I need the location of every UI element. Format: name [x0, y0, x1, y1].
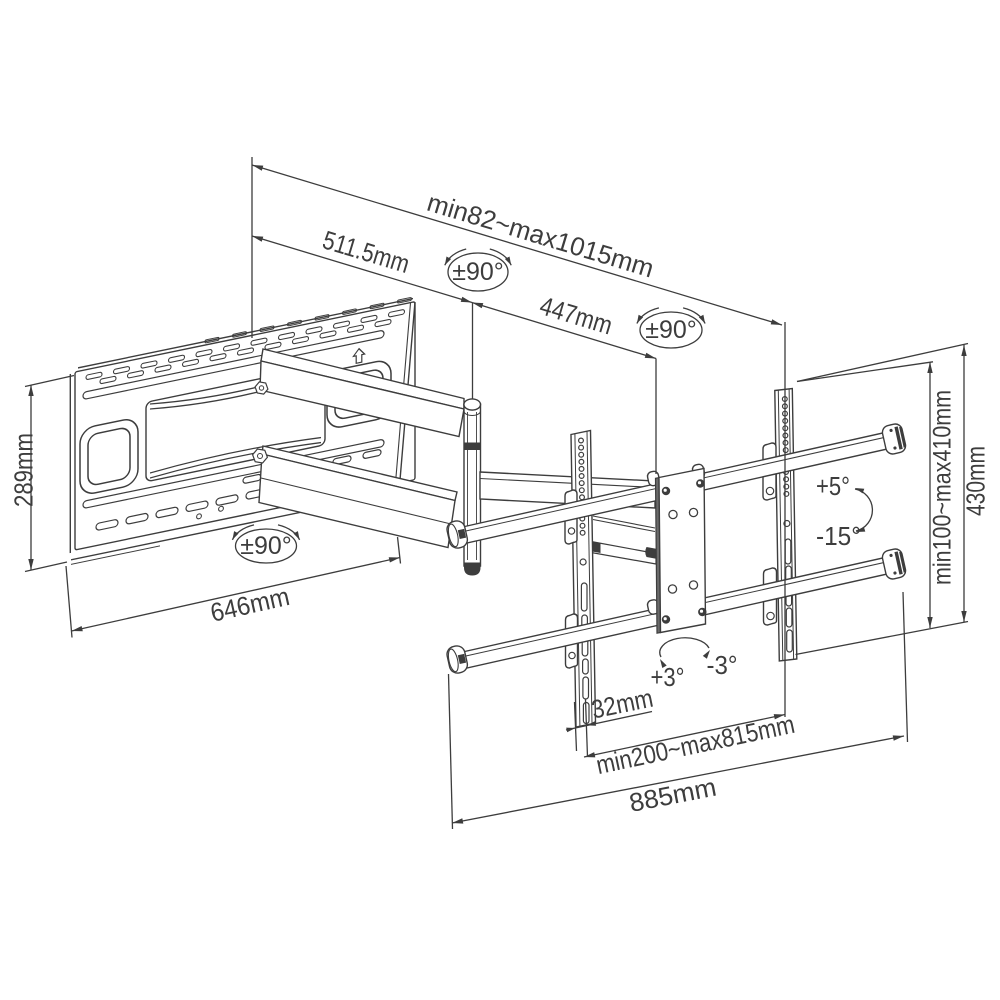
- svg-text:min100~max410mm: min100~max410mm: [929, 390, 957, 585]
- svg-text:±90°: ±90°: [645, 316, 697, 344]
- svg-text:289mm: 289mm: [9, 433, 39, 507]
- svg-text:+5°: +5°: [816, 471, 850, 501]
- svg-text:±90°: ±90°: [452, 258, 504, 286]
- svg-text:-3°: -3°: [707, 650, 738, 680]
- svg-text:-15°: -15°: [816, 521, 861, 551]
- svg-text:+3°: +3°: [651, 662, 685, 692]
- svg-text:430mm: 430mm: [961, 446, 991, 516]
- svg-text:±90°: ±90°: [240, 532, 292, 560]
